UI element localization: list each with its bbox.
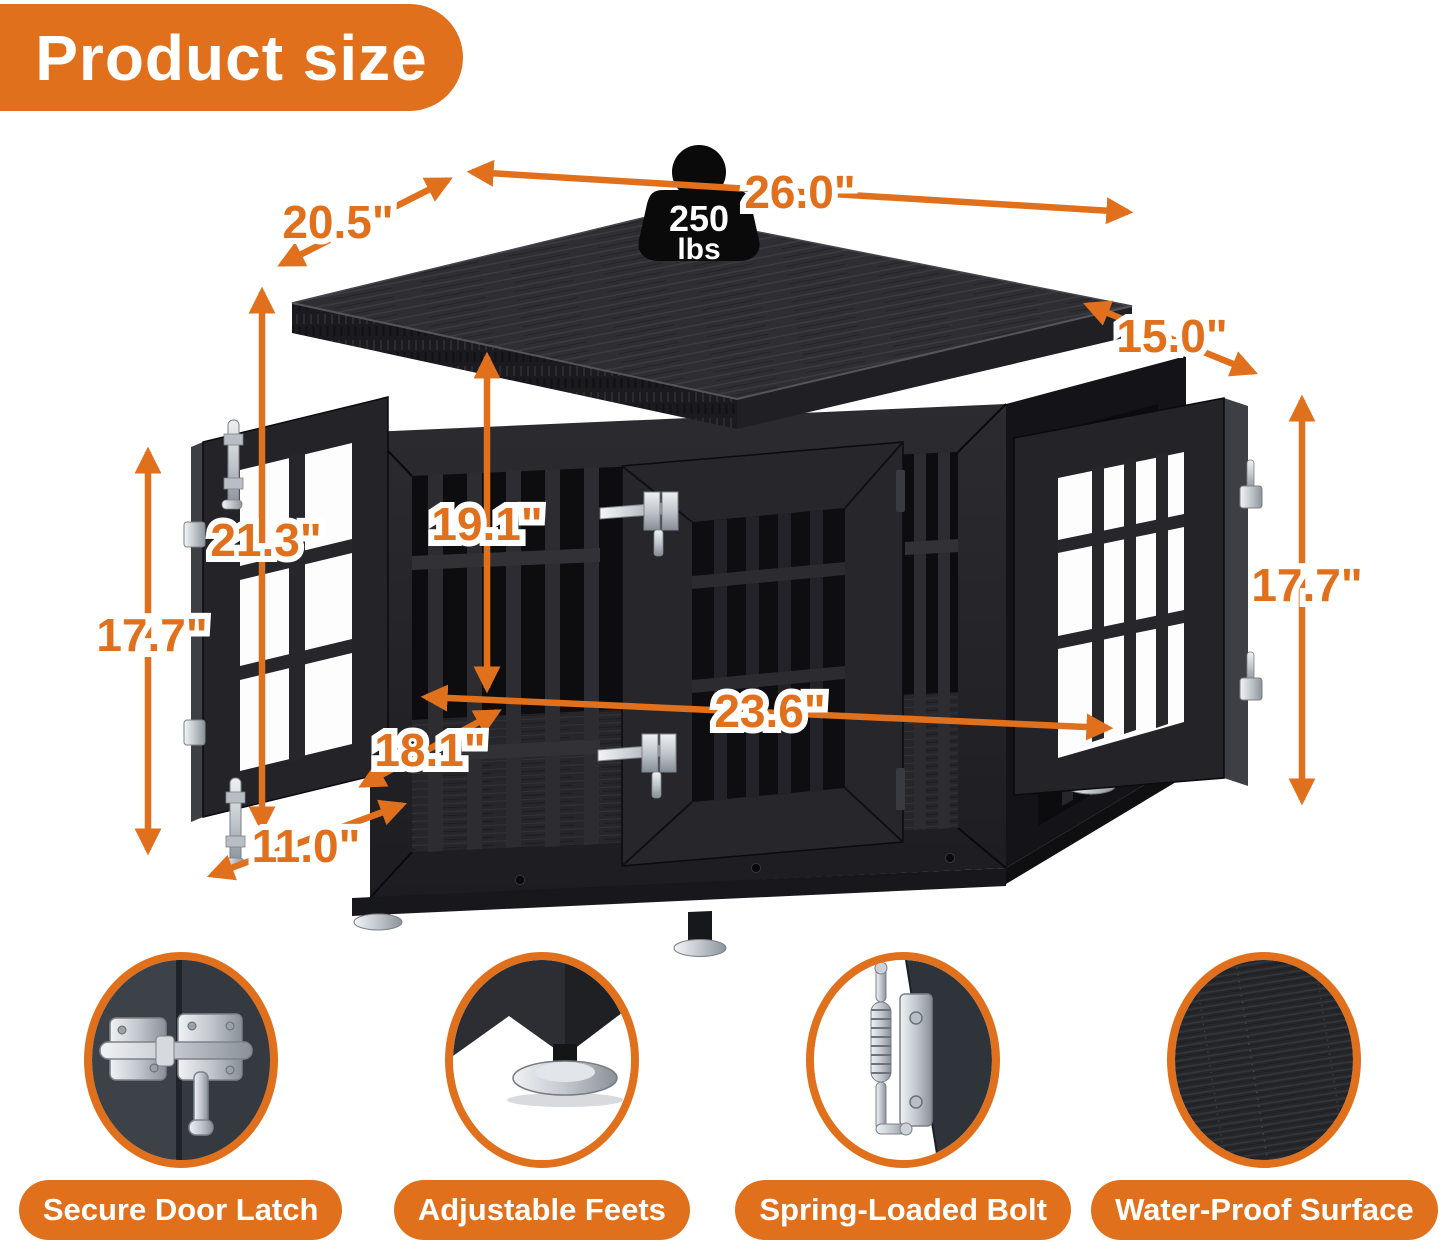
left-door-keeper-top: [183, 521, 206, 548]
adjustable-foot-front-left: [353, 897, 403, 931]
feature-circle-latch: [83, 952, 278, 1168]
dimension-annotations: 26.0" 20.5" 15.0" 19.1" 21.3" 17.7": [90, 159, 1369, 881]
feature-label-text: Adjustable Feets: [417, 1192, 666, 1227]
weight-unit: lbs: [677, 233, 720, 266]
dimension-label-top-depth: 20.5": [282, 196, 393, 248]
feature-spring-loaded-bolt: Spring-Loaded Bolt: [735, 952, 1071, 1240]
dimension-left-door-height: 17.7": [90, 446, 214, 856]
crate-illustration: [183, 212, 1263, 957]
dimension-side-door-height: 21.3": [204, 286, 328, 834]
adjustable-foot-front-center: [673, 911, 727, 957]
weight-capacity-icon: 250 lbs: [638, 145, 760, 266]
feature-water-proof-surface: Water-Proof Surface: [1091, 952, 1438, 1240]
spring-bolt-top: [221, 419, 244, 510]
feature-label-secure-door-latch: Secure Door Latch: [18, 1180, 343, 1240]
dimension-right-door-width: 15.0": [1082, 300, 1259, 377]
right-door-latch-pins: [1239, 459, 1263, 701]
dimension-top-width: 26.0": [466, 159, 1134, 225]
page-title-text: Product size: [35, 21, 428, 94]
feature-label-text: Secure Door Latch: [42, 1192, 319, 1227]
feature-label-adjustable-feets: Adjustable Feets: [393, 1180, 690, 1240]
feature-adjustable-feets: Adjustable Feets: [393, 952, 690, 1240]
dimension-label-side-door-height: 21.3": [210, 514, 321, 566]
dimension-label-interior-depth: 18.1": [374, 724, 485, 776]
left-side-door: [183, 396, 389, 868]
dimension-label-left-door-height: 17.7": [96, 609, 207, 661]
dimension-label-front-door-width: 11.0": [252, 820, 361, 872]
front-door-latch-bottom: [597, 733, 677, 799]
dimension-label-top-width: 26.0": [744, 166, 855, 218]
dimension-label-interior-width: 23.6": [714, 685, 825, 737]
dimension-interior-height: 19.1": [425, 351, 549, 694]
front-door: [597, 441, 905, 867]
feature-label-text: Water-Proof Surface: [1115, 1192, 1414, 1227]
dimension-front-door-width: 11.0": [206, 799, 408, 881]
waterproof-wood-texture-photo: [1175, 960, 1354, 1160]
feature-label-water-proof-surface: Water-Proof Surface: [1091, 1180, 1438, 1240]
feature-circle-bolt: [806, 952, 1001, 1168]
left-door-keeper-bottom: [183, 719, 206, 746]
crate-base: [352, 853, 1006, 957]
door-latch-photo: [91, 960, 270, 1160]
dimension-label-interior-height: 19.1": [431, 498, 542, 550]
dimension-top-depth: 20.5": [276, 177, 453, 267]
front-door-hinge-bottom: [896, 768, 905, 810]
front-door-hinge-top: [896, 470, 905, 512]
feature-label-spring-loaded-bolt: Spring-Loaded Bolt: [735, 1180, 1071, 1240]
dimension-label-right-door-height: 17.7": [1251, 559, 1362, 611]
feature-label-text: Spring-Loaded Bolt: [759, 1192, 1047, 1227]
dimension-interior-width: 23.6": [420, 679, 1114, 743]
feature-row: Secure Door Latch: [0, 952, 1445, 1240]
crate-top-board: [291, 212, 1133, 429]
spring-bolt-photo: [814, 960, 993, 1160]
dimension-interior-depth: 18.1": [358, 709, 502, 788]
dimension-label-right-door-width: 15.0": [1116, 310, 1227, 362]
front-door-latch-top: [599, 491, 679, 557]
feature-secure-door-latch: Secure Door Latch: [18, 952, 343, 1240]
page-title: Product size: [0, 4, 463, 111]
adjustable-foot-photo: [452, 960, 631, 1160]
feature-circle-foot: [444, 952, 639, 1168]
right-side-door: [1013, 397, 1263, 796]
feature-circle-surface: [1167, 952, 1362, 1168]
dimension-right-door-height: 17.7": [1245, 394, 1369, 806]
